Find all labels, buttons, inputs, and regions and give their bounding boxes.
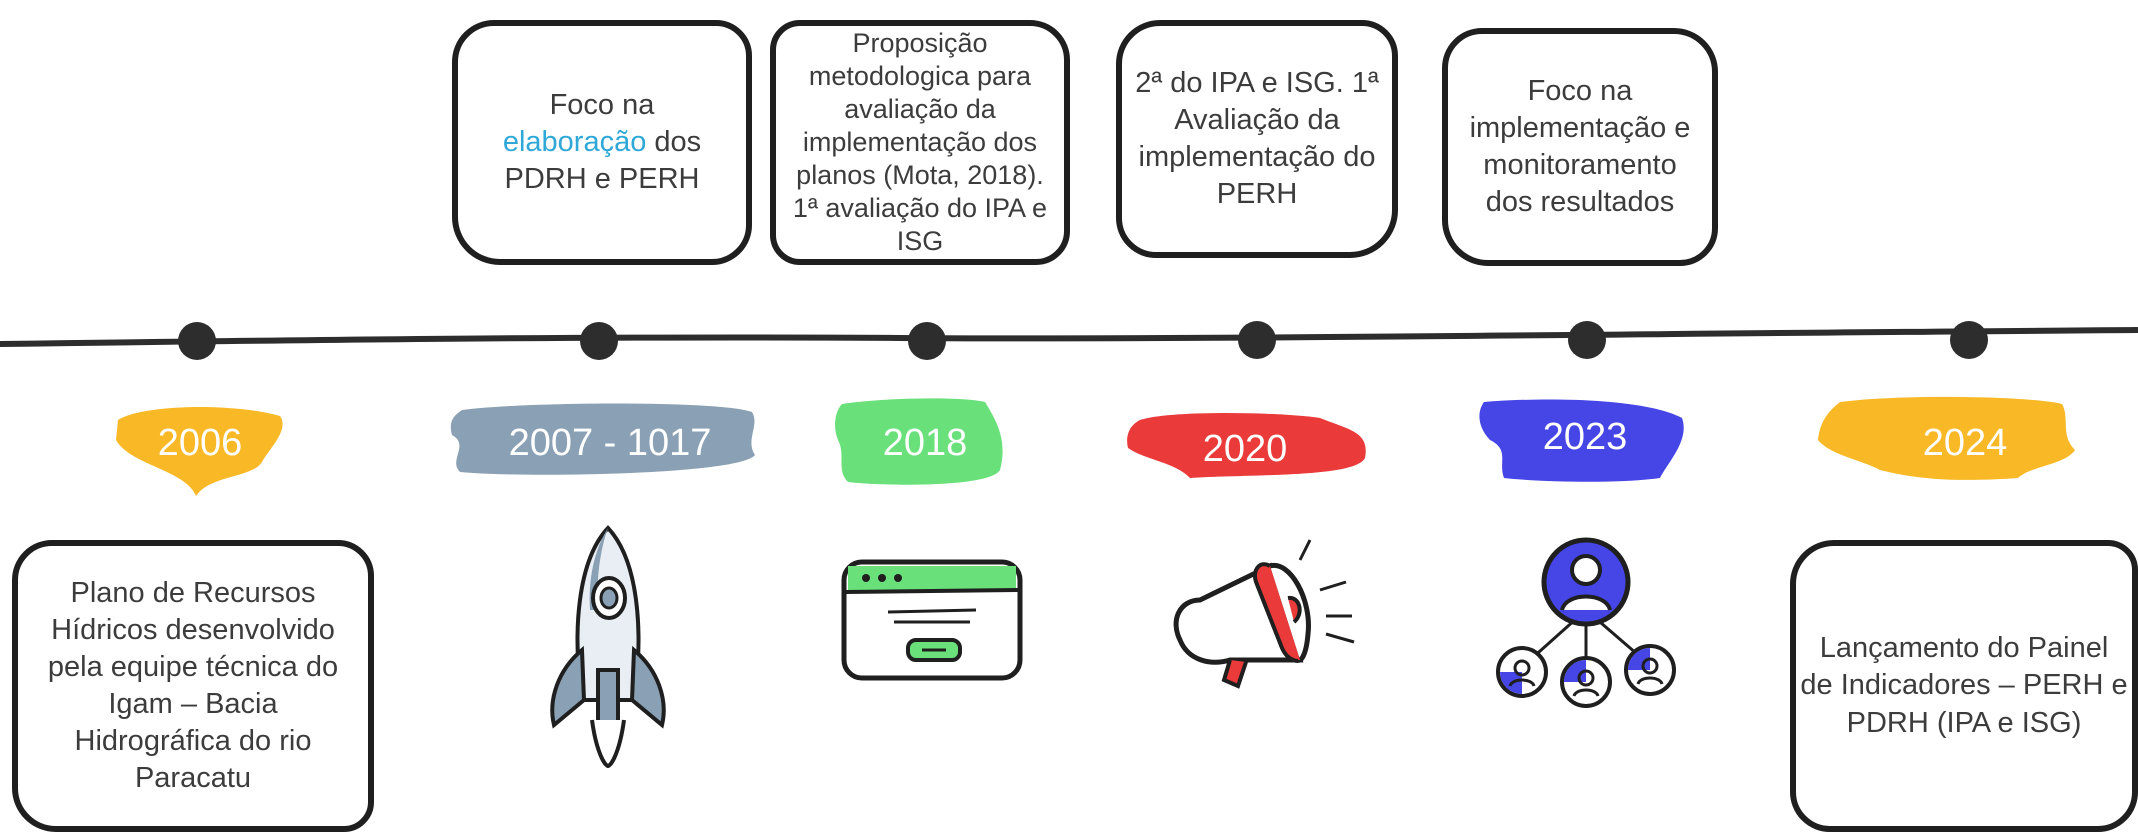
team-network-icon — [1496, 537, 1676, 708]
top-box-4-text: Foco na implementação e monitoramento do… — [1469, 74, 1691, 219]
bottom-box-plano: Plano de Recursos Hídricos desenvolvido … — [12, 540, 374, 832]
timeline-dot-2007 — [580, 322, 618, 360]
rocket-icon — [550, 525, 666, 769]
top-box-3-text: 2ª do IPA e ISG. 1ª Avaliação da impleme… — [1135, 66, 1379, 211]
top-box-1-pre: Foco na — [549, 88, 655, 121]
top-box-1-post: dos PDRH e PERH — [504, 125, 702, 196]
timeline-dot-2018 — [908, 322, 946, 360]
year-2023: 2023 — [1542, 415, 1628, 458]
brush-2023 — [1479, 399, 1684, 482]
year-2006: 2006 — [157, 421, 243, 464]
brush-2020 — [1127, 413, 1366, 478]
top-box-monitoramento: Foco na implementação e monitoramento do… — [1442, 28, 1718, 266]
brush-2007 — [450, 403, 755, 475]
year-2020: 2020 — [1202, 427, 1288, 470]
brush-2018 — [835, 398, 1003, 485]
timeline-dot-2024 — [1950, 321, 1988, 359]
top-box-1-highlight: elaboração — [502, 125, 647, 158]
year-2018: 2018 — [882, 421, 968, 464]
brush-2006 — [116, 406, 283, 496]
brush-2024 — [1818, 396, 2075, 480]
top-box-avaliacao: 2ª do IPA e ISG. 1ª Avaliação da impleme… — [1116, 20, 1398, 258]
year-2007-1017: 2007 - 1017 — [508, 421, 712, 464]
timeline-dot-2020 — [1238, 321, 1276, 359]
timeline-dot-2006 — [178, 322, 216, 360]
bottom-box-2-text: Lançamento do Painel de Indicadores – PE… — [1800, 632, 2128, 739]
timeline-dot-2023 — [1568, 321, 1606, 359]
top-box-elaboracao: Foco na elaboração dos PDRH e PERH — [452, 20, 752, 265]
year-2024: 2024 — [1922, 421, 2008, 464]
megaphone-icon — [1173, 539, 1355, 689]
bottom-box-painel: Lançamento do Painel de Indicadores – PE… — [1790, 540, 2138, 832]
top-box-proposicao: Proposição metodologica para avaliação d… — [770, 20, 1070, 265]
browser-window-icon — [841, 559, 1023, 681]
top-box-2-text: Proposição metodologica para avaliação d… — [792, 28, 1048, 256]
bottom-box-1-text: Plano de Recursos Hídricos desenvolvido … — [47, 576, 339, 795]
